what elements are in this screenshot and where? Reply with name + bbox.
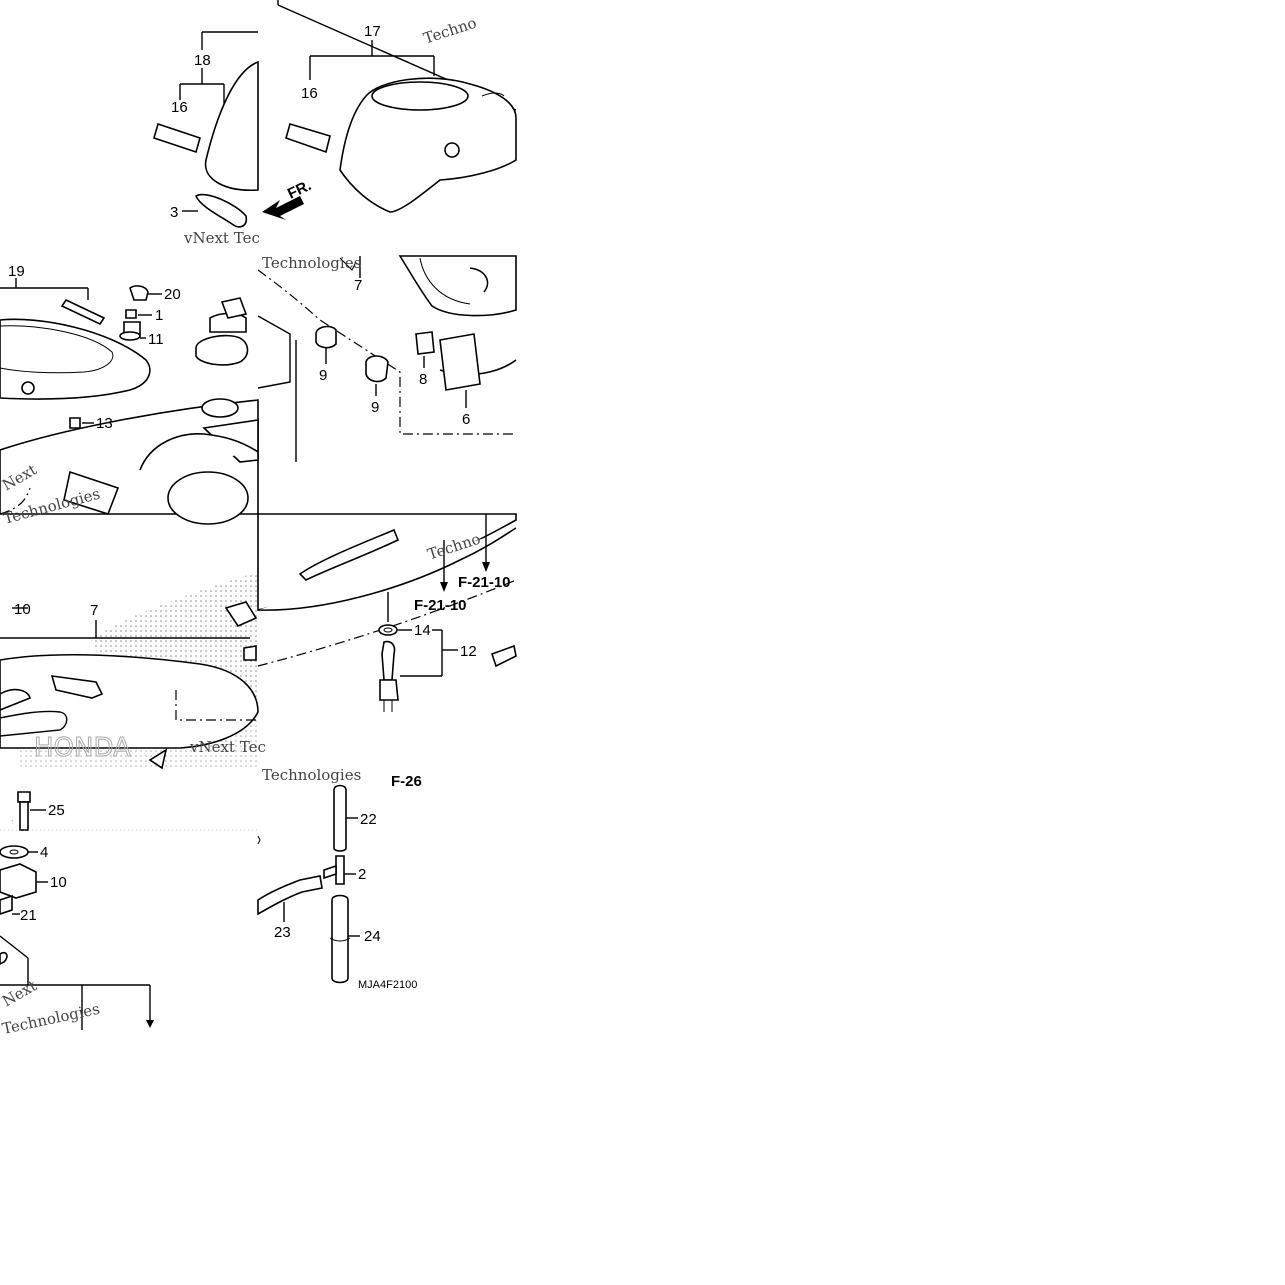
fr-label: FR. <box>285 177 314 203</box>
callout-14: 14 <box>414 622 431 639</box>
tile-hoses <box>257 784 360 984</box>
diagram-code: MJA4F2100 <box>358 979 417 991</box>
callout-5: 6 <box>462 411 470 428</box>
honda-watermark: HONDA <box>34 733 131 763</box>
fuel-cap-part <box>195 334 249 366</box>
badge-part <box>298 528 400 581</box>
cushion-part <box>0 863 37 899</box>
callout-4: 4 <box>40 844 48 861</box>
watermark-tech-c: Technologies <box>262 766 361 784</box>
tile-marks <box>257 255 517 435</box>
tile-side-cover <box>153 31 304 228</box>
ref-f21-10-b: F-21-10 <box>414 597 467 614</box>
front-arrow-icon <box>262 196 304 220</box>
callout-8: 8 <box>419 371 427 388</box>
meter-visor-part <box>339 77 517 213</box>
washer-part <box>315 325 337 349</box>
tank-top-part <box>0 318 151 400</box>
tile-gutters <box>258 0 278 40</box>
callout-11: 10 <box>14 601 31 618</box>
watermark-techno-a: Techno <box>421 14 478 48</box>
hose-24-part <box>331 894 349 984</box>
watermark-next-b: Next <box>0 977 40 1011</box>
watermark-brand-a: vNext Tec <box>183 229 260 247</box>
callout-6: 7 <box>354 277 362 294</box>
callout-2: 2 <box>358 866 366 883</box>
rubber-pad-part <box>285 123 331 154</box>
callout-16a: 16 <box>171 99 188 116</box>
emblem-part <box>195 193 248 228</box>
callout-25: 25 <box>48 802 65 819</box>
callout-22: 22 <box>360 811 377 828</box>
callout-13: 12 <box>460 643 477 660</box>
callout-10: 10 <box>50 874 67 891</box>
callout-24: 24 <box>364 928 381 945</box>
callout-18: 18 <box>194 52 211 69</box>
callout-15: 13 <box>96 415 113 432</box>
callout-21: 21 <box>20 907 37 924</box>
hose-23-part <box>257 875 323 916</box>
fuel-sensor-part <box>381 640 396 681</box>
watermark-brand-b: vNext Tec <box>189 738 266 756</box>
callout-3: 3 <box>170 204 178 221</box>
tile-badge-sensor <box>257 513 517 712</box>
tile-fuel-tank <box>0 278 297 525</box>
callout-19: 19 <box>8 263 25 280</box>
callout-9a: 9 <box>319 367 327 384</box>
callout-23: 23 <box>274 924 291 941</box>
callout-16b: 16 <box>301 85 318 102</box>
joint-part <box>335 855 345 885</box>
callout-7-label: 7 <box>90 602 98 619</box>
watermark-tech-b: Technologies <box>262 254 361 272</box>
tile-meter-visor <box>277 0 517 213</box>
bolt-part <box>17 791 31 803</box>
callout-1: 1 <box>155 307 163 324</box>
callout-17: 17 <box>364 23 381 40</box>
tile-mounting <box>0 791 258 1030</box>
callout-9b: 9 <box>371 399 379 416</box>
ref-f21-10-a: F-21-10 <box>458 574 511 591</box>
tile-tank-emblem: HONDA <box>0 572 259 770</box>
ref-f26: F-26 <box>391 773 422 790</box>
hose-22-part <box>333 784 347 852</box>
callout-12: 11 <box>148 331 164 348</box>
rubber-pad-part <box>153 122 201 154</box>
washer-part <box>365 355 389 383</box>
callout-20: 20 <box>164 286 181 303</box>
